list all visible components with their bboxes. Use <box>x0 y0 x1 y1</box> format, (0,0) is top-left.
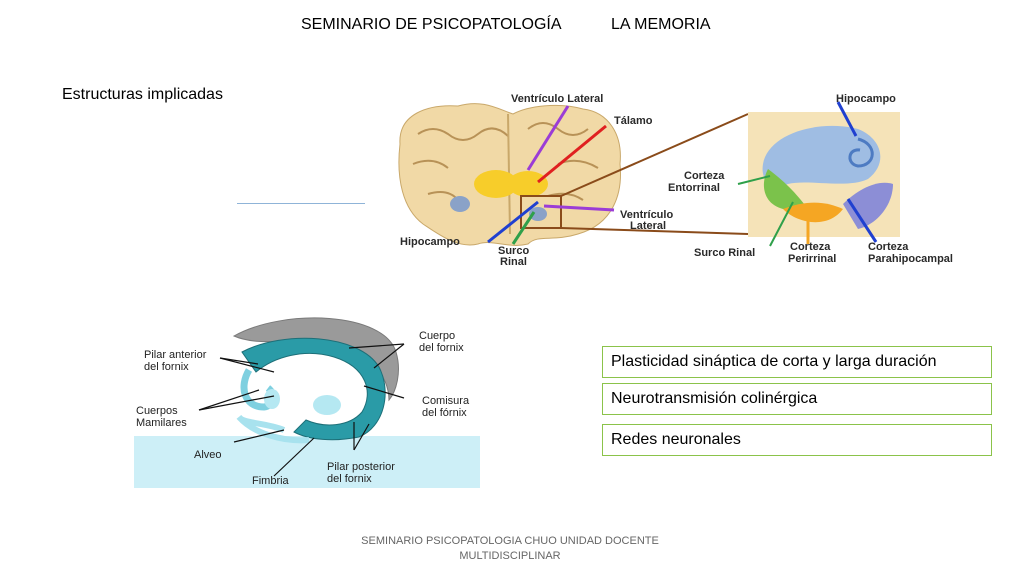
label-talamo: Tálamo <box>614 115 653 127</box>
alveo-region <box>134 436 480 488</box>
label-surco-rinal-zoom: Surco Rinal <box>694 247 755 259</box>
label-corteza-entorrinal: Corteza <box>684 170 725 182</box>
zoom-connector-top <box>560 113 749 197</box>
label-ventriculo-lateral: Ventrículo Lateral <box>511 93 603 105</box>
footer-line-1: SEMINARIO PSICOPATOLOGIA CHUO UNIDAD DOC… <box>361 535 659 547</box>
slide-topic: LA MEMORIA <box>611 16 711 33</box>
concept-box-cholinergic: Neurotransmisión colinérgica <box>602 383 992 415</box>
brain-structures-figure: Ventrículo Lateral Tálamo Hipocampo Surc… <box>398 93 953 268</box>
label-cuerpos-mamilares-2: Mamilares <box>136 417 187 429</box>
label-hipocampo-zoom: Hipocampo <box>836 93 896 105</box>
label-ventriculo-lateral-lower: Ventrículo <box>620 209 673 221</box>
label-pilar-posterior-2: del fornix <box>327 473 372 485</box>
label-corteza-perirrinal-2: Perirrinal <box>788 253 836 265</box>
label-pilar-posterior: Pilar posterior <box>327 461 395 473</box>
label-corteza-parahipocampal: Corteza <box>868 241 909 253</box>
section-heading: Estructuras implicadas <box>62 86 223 103</box>
label-surco-rinal: Surco <box>498 245 529 257</box>
slide-title: SEMINARIO DE PSICOPATOLOGÍA <box>301 16 562 33</box>
fornix-body-shape <box>241 337 386 441</box>
fornix-figure: Pilar anterior del fornix Cuerpo del for… <box>134 317 480 488</box>
label-alveo: Alveo <box>194 449 222 461</box>
label-pilar-anterior: Pilar anterior <box>144 349 207 361</box>
label-corteza-perirrinal: Corteza <box>790 241 831 253</box>
slide-footer: SEMINARIO PSICOPATOLOGIA CHUO UNIDAD DOC… <box>340 534 680 564</box>
label-cuerpo-fornix: Cuerpo <box>419 330 455 342</box>
label-fimbria: Fimbria <box>252 475 290 487</box>
label-corteza-entorrinal-2: Entorrinal <box>668 182 720 194</box>
concept-box-networks: Redes neuronales <box>602 424 992 456</box>
zoom-connector-bottom <box>560 227 749 235</box>
label-surco-rinal-2: Rinal <box>500 256 527 268</box>
divider-line <box>237 203 365 204</box>
label-pilar-anterior-2: del fornix <box>144 361 189 373</box>
fornix-pointer-lines <box>198 343 405 477</box>
label-comisura-fornix: Comisura <box>422 395 470 407</box>
hippocampal-zoom-illustration <box>748 112 900 237</box>
concept-box-plasticity: Plasticidad sináptica de corta y larga d… <box>602 346 992 378</box>
label-corteza-parahipocampal-2: Parahipocampal <box>868 253 953 265</box>
label-ventriculo-lateral-lower-2: Lateral <box>630 220 666 232</box>
coronal-brain-illustration <box>398 103 621 246</box>
label-cuerpo-fornix-2: del fornix <box>419 342 464 354</box>
label-cuerpos-mamilares: Cuerpos <box>136 405 178 417</box>
label-comisura-fornix-2: del fórnix <box>422 407 467 419</box>
footer-line-2: MULTIDISCIPLINAR <box>459 550 561 562</box>
label-hipocampo: Hipocampo <box>400 236 460 248</box>
